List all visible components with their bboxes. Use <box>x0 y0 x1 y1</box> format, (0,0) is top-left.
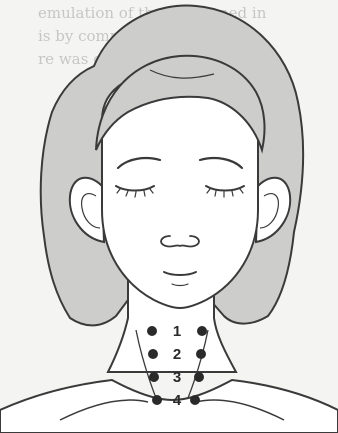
massage-point-2-right <box>196 349 206 359</box>
point-label-4: 4 <box>170 393 184 408</box>
massage-point-2-left <box>148 349 158 359</box>
point-label-2: 2 <box>170 347 184 362</box>
massage-point-1-left <box>147 326 157 336</box>
massage-point-3-right <box>194 372 204 382</box>
massage-point-3-left <box>149 372 159 382</box>
massage-point-1-right <box>197 326 207 336</box>
shoulders <box>0 380 338 433</box>
point-label-3: 3 <box>170 370 184 385</box>
massage-point-4-right <box>190 395 200 405</box>
point-label-1: 1 <box>170 324 184 339</box>
massage-point-4-left <box>152 395 162 405</box>
